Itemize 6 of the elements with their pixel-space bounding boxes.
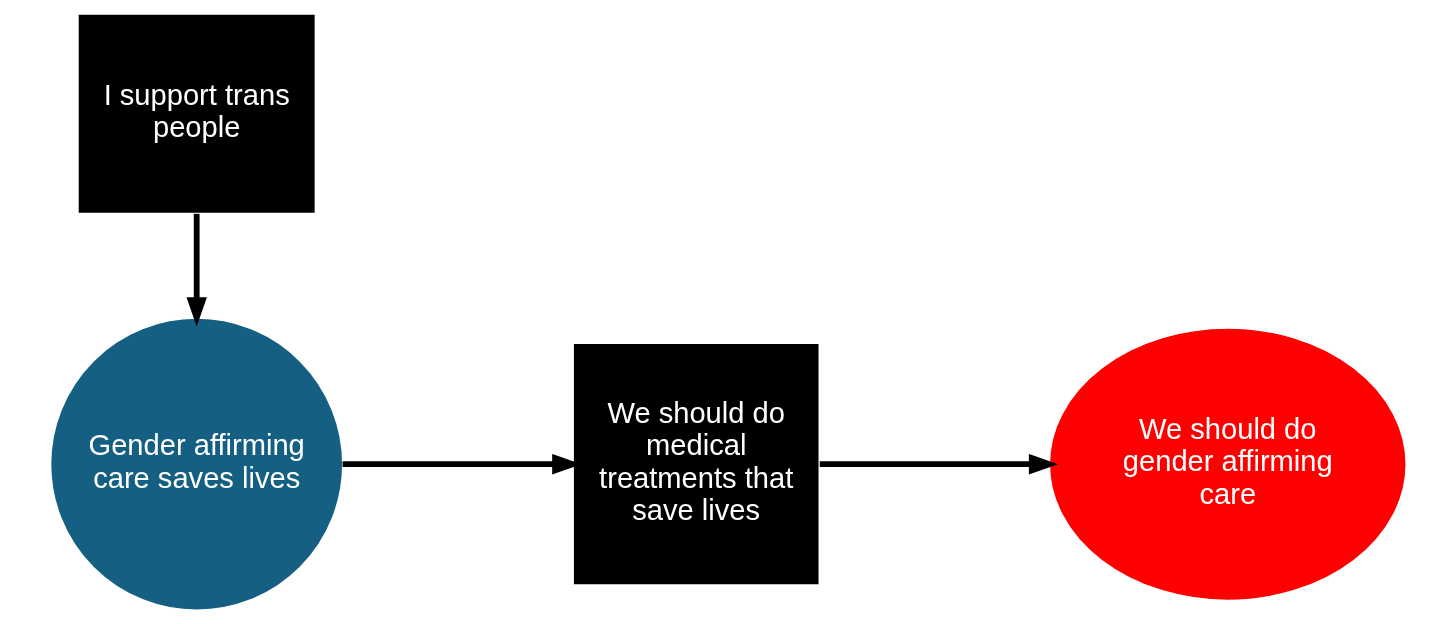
arrow [819,453,1058,475]
node-ellipse: We should do gender affirming care [1048,327,1407,602]
arrow [185,213,207,327]
node-circle: Gender affirming care saves lives [49,317,343,611]
node-box: We should do medical treatments that save lives [571,342,820,586]
node-box: I support trans people [76,13,316,215]
